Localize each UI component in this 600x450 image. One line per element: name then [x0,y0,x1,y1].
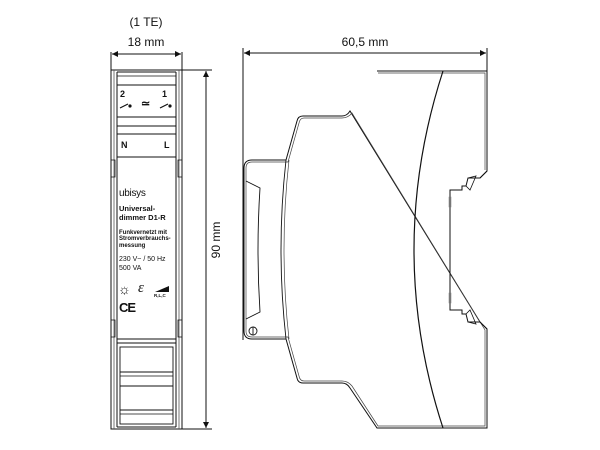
load-ramp-icon [155,286,169,292]
efficiency-icon: ε [138,280,144,296]
width-dimension [110,51,183,70]
terminal-2-label: 2 [120,89,126,99]
front-view-module [110,69,183,430]
rating-voltage: 230 V~ / 50 Hz [119,256,166,263]
side-view-housing [243,70,488,429]
load-type-label: R,L,C [154,293,166,298]
description-line1: Funkvernetzt mit [119,230,168,236]
ac-symbol-icon: ≃ [141,98,151,110]
depth-dimension [242,48,488,340]
product-name-line2: dimmer D1-R [119,213,166,222]
ce-mark-icon: CE [119,300,136,315]
lamp-icon: ☼ [118,281,131,297]
terminal-n-label: N [121,140,128,150]
terminal-1-label: 1 [162,89,168,99]
width-label: 18 mm [128,35,165,49]
brand-logo: ubisys [119,188,146,199]
height-dimension [182,69,212,430]
description-line2: Stromverbrauchs- [119,236,171,242]
module-units-label: (1 TE) [129,15,162,29]
rating-power: 500 VA [119,265,142,272]
terminal-l-label: L [164,140,170,150]
product-name-line1: Universal- [119,204,156,213]
description-line3: messung [119,243,146,249]
switch-contact-icon [119,103,172,109]
height-label: 90 mm [209,222,223,259]
depth-label: 60,5 mm [342,35,389,49]
